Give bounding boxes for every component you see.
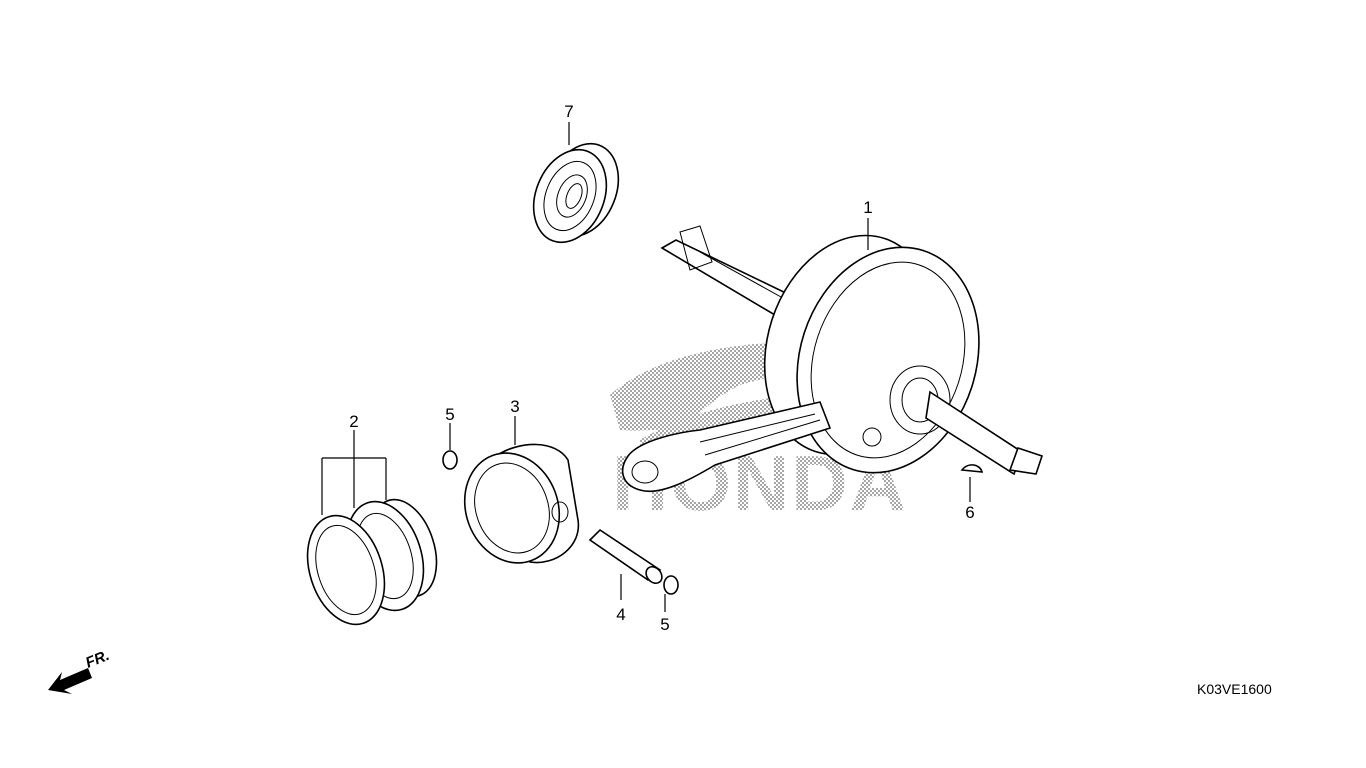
- callout-4: 4: [616, 605, 625, 624]
- callout-2: 2: [349, 412, 358, 431]
- clip-part-lower: [663, 575, 679, 595]
- piston-rings-part: [306, 498, 438, 626]
- crankshaft-part: [621, 225, 1044, 492]
- callout-3: 3: [510, 397, 519, 416]
- front-label: FR.: [83, 647, 112, 672]
- bearing-part: [532, 142, 620, 244]
- piston-pin-part: [588, 528, 663, 585]
- leader-lines: [321, 122, 971, 612]
- front-arrow-icon: [48, 668, 92, 694]
- key-part: [960, 464, 984, 473]
- front-arrow: FR.: [48, 647, 112, 694]
- callout-7: 7: [564, 102, 573, 121]
- piston-part: [463, 443, 580, 564]
- drawing-code: K03VE1600: [1197, 681, 1272, 697]
- callout-5-lower: 5: [660, 615, 669, 634]
- clip-part-upper: [442, 450, 458, 470]
- callout-5-upper: 5: [445, 405, 454, 424]
- callout-6: 6: [965, 503, 974, 522]
- callout-1: 1: [863, 198, 872, 217]
